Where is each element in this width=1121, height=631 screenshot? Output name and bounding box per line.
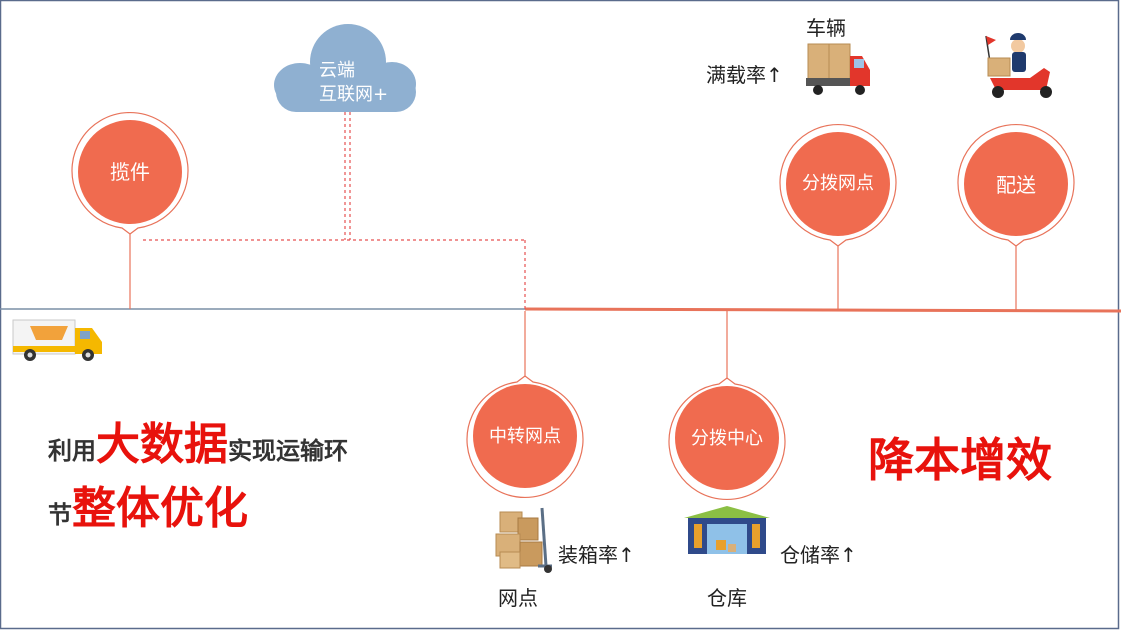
node-fenbo-center-label: 分拨中心 bbox=[691, 428, 763, 449]
slogan: 降本增效 bbox=[868, 433, 1052, 487]
node-peisong-label: 配送 bbox=[996, 173, 1036, 197]
warehouse-icon bbox=[684, 506, 770, 554]
node-zhongzhuan-label: 中转网点 bbox=[489, 426, 561, 447]
headline-part1: 利用 bbox=[48, 437, 96, 465]
packing-rate-label: 装箱率↑ bbox=[558, 543, 635, 567]
pin-fenbo-wangdian bbox=[779, 124, 897, 247]
cloud-icon bbox=[274, 24, 416, 112]
dashed-link bbox=[143, 112, 526, 309]
outlet-label: 网点 bbox=[498, 586, 538, 610]
parcel-boxes-icon bbox=[495, 507, 552, 573]
cargo-truck-icon bbox=[806, 43, 870, 95]
load-rate-label: 满载率↑ bbox=[706, 63, 783, 87]
cloud-line1: 云端 bbox=[319, 60, 355, 81]
cloud-line2: 互联网+ bbox=[319, 84, 389, 105]
headline-part3: 实现运输环 bbox=[228, 437, 348, 465]
pin-peisong bbox=[957, 124, 1075, 247]
headline-part4: 节 bbox=[48, 501, 72, 529]
storage-rate-label: 仓储率↑ bbox=[780, 543, 857, 567]
warehouse-label: 仓库 bbox=[707, 586, 747, 610]
node-fenbo-wangdian-label: 分拨网点 bbox=[802, 173, 874, 194]
timeline-right bbox=[524, 307, 1121, 313]
headline-line2: 节整体优化 bbox=[48, 472, 248, 536]
headline-part2: 大数据 bbox=[96, 419, 228, 470]
pin-zhongzhuan bbox=[466, 375, 584, 498]
pin-lanjian bbox=[71, 112, 189, 235]
delivery-truck-icon bbox=[12, 319, 102, 361]
delivery-scooter-icon bbox=[985, 33, 1052, 98]
pin-fenbo-center bbox=[668, 377, 786, 500]
vehicle-label: 车辆 bbox=[806, 16, 846, 40]
connectors bbox=[129, 230, 1017, 382]
node-lanjian-label: 揽件 bbox=[110, 160, 150, 184]
headline-line1: 利用大数据实现运输环 bbox=[48, 408, 348, 472]
headline-part5: 整体优化 bbox=[72, 483, 248, 534]
